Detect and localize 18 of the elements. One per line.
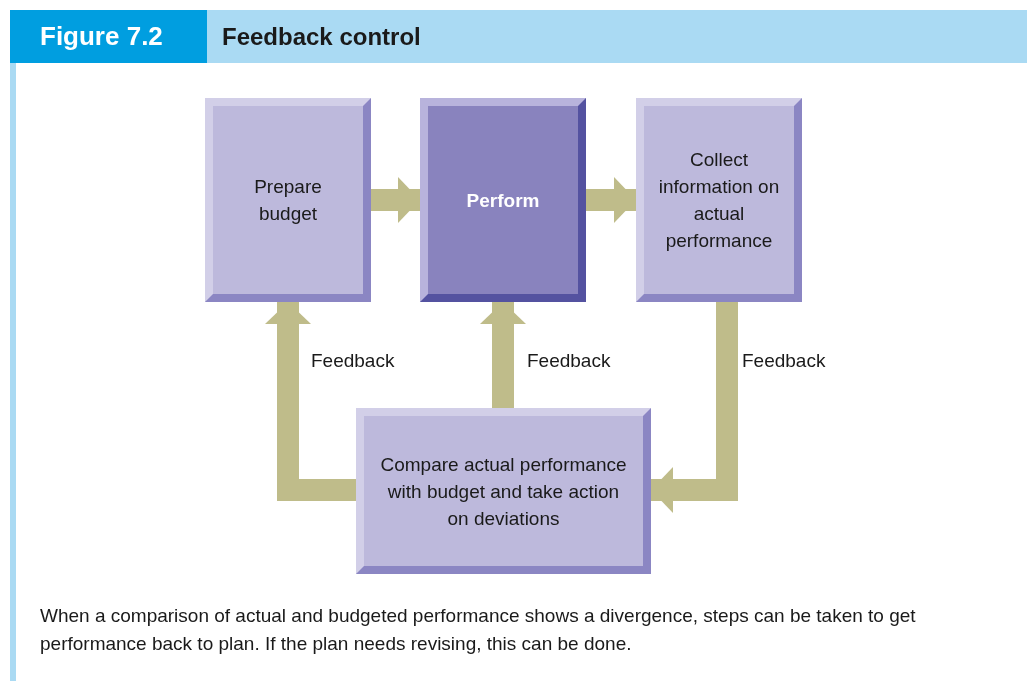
box-text: Compare actual performance with budget and take action on deviations [379, 452, 628, 531]
feedback-arrow [586, 177, 636, 223]
figure-title: Feedback control [222, 21, 421, 52]
edge-label: Feedback [527, 349, 611, 373]
box-text: Prepare budget [253, 175, 323, 226]
edge-label: Feedback [311, 349, 395, 373]
process-box [420, 98, 586, 302]
feedback-arrow [371, 177, 420, 223]
process-box [205, 98, 371, 302]
box-text: Perform [466, 188, 540, 213]
feedback-arrow [651, 302, 738, 513]
process-box [636, 98, 802, 302]
caption: When a comparison of actual and budgeted performance shows a divergence, steps can be taken to get performance back to plan. If the plan needs revising, this can be done. [40, 604, 917, 656]
figure-number-tab: Figure 7.2 [10, 10, 207, 63]
process-box [356, 408, 651, 574]
feedback-arrow [480, 302, 526, 408]
edge-label: Feedback [742, 349, 826, 373]
box-text: Collect information on actual performance [658, 148, 780, 253]
